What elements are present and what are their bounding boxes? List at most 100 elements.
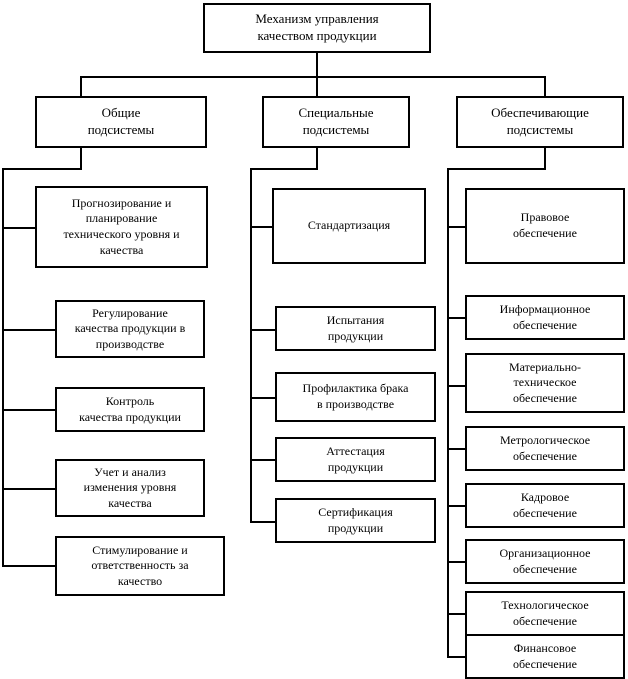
col3-item7-line-1: Технологическое [501,597,589,612]
leaf-node-product-testing: Испытания продукции [275,306,436,351]
category-node-supporting: Обеспечивающие подсистемы [456,96,624,148]
connector-col1-stub-5 [2,565,57,567]
leaf-node-incentives-responsibility: Стимулирование и ответственность за каче… [55,536,225,596]
connector-col2-elbow [250,168,318,170]
col1-item3-line-1: Контроль [105,393,155,408]
connector-col2-stub-3 [250,397,277,399]
connector-col3-stub-1 [447,226,467,228]
connector-col1-stem [80,148,82,170]
connector-bus-top [80,76,546,78]
col1-item4-line-1: Учет и анализ [94,464,166,479]
leaf-node-metrological-support: Метрологическое обеспечение [465,426,625,471]
connector-col1-stub-4 [2,488,57,490]
root-line-1: Механизм управления [255,11,379,27]
col1-item1-line-3: технического уровня и [63,227,180,241]
col2-item2-line-1: Испытания [326,312,385,327]
col1-item1-line-2: планирование [85,211,158,226]
connector-root-stem [316,53,318,76]
col3-item2-line-1: Информационное [499,301,591,316]
col1-item1-line-1: Прогнозирование и [71,195,172,210]
leaf-node-personnel-support: Кадровое обеспечение [465,483,625,528]
connector-col2-stem [316,148,318,170]
col3-item3-line-1: Материально- [509,359,581,374]
col3-item7-line-2: обеспечение [513,613,577,628]
col2-item3-line-1: Профилактика брака [302,381,409,396]
col3-item1-line-2: обеспечение [513,226,577,240]
col3-item5-line-1: Кадровое [520,489,570,504]
connector-col1-stub-3 [2,409,57,411]
col1-item2-line-1: Регулирование [92,305,168,320]
col2-item5-line-2: продукции [327,520,384,535]
col3-item4-line-2: обеспечение [513,448,577,463]
col2-item4-line-2: продукции [327,459,384,474]
connector-col2-stub-2 [250,329,277,331]
connector-col3-stub-6 [447,561,467,563]
leaf-node-information-support: Информационное обеспечение [465,295,625,340]
connector-col3-elbow [447,168,546,170]
connector-col2-spine [250,168,252,523]
col3-item3-line-2: техническое [513,375,577,390]
leaf-node-material-technical-support: Материально- техническое обеспечение [465,353,625,413]
col1-item3-line-2: качества продукции [79,409,181,424]
leaf-node-product-certification: Сертификация продукции [275,498,436,543]
category-3-line-1: Обеспечивающие [491,105,589,121]
leaf-node-technological-support: Технологическое обеспечение [465,591,625,636]
col3-item2-line-2: обеспечение [513,317,577,332]
connector-col3-stub-5 [447,505,467,507]
connector-col3-stem [544,148,546,170]
leaf-node-standardization: Стандартизация [272,188,426,264]
col3-item3-line-3: обеспечение [513,390,577,405]
col2-item1-line-1: Стандартизация [307,218,391,233]
connector-col1-elbow [2,168,82,170]
col3-item5-line-2: обеспечение [513,505,577,520]
col2-item5-line-1: Сертификация [318,504,393,519]
connector-col3-stub-4 [447,448,467,450]
connector-drop-col-1 [80,76,82,98]
col1-item5-line-2: ответственность за [91,558,189,573]
col2-item4-line-1: Аттестация [326,443,385,458]
root-node: Механизм управления качеством продукции [203,3,431,53]
connector-col3-stub-7 [447,613,467,615]
connector-drop-col-2 [316,76,318,98]
col1-item5-line-1: Стимулирование и [92,542,188,557]
connector-col3-stub-8 [447,656,467,658]
col3-item4-line-1: Метрологическое [499,432,591,447]
category-3-line-2: подсистемы [506,122,574,137]
leaf-node-defect-prevention: Профилактика брака в производстве [275,372,436,422]
category-1-line-1: Общие [101,105,141,121]
col3-item6-line-2: обеспечение [513,561,577,576]
leaf-node-legal-support: Правовое обеспечение [465,188,625,264]
root-line-2: качеством продукции [257,28,377,43]
connector-drop-col-3 [544,76,546,98]
category-2-line-2: подсистемы [302,122,370,137]
leaf-node-quality-regulation: Регулирование качества продукции в произ… [55,300,205,358]
connector-col2-stub-5 [250,521,277,523]
leaf-node-financial-support: Финансовое обеспечение [465,634,625,679]
connector-col1-spine [2,168,4,566]
leaf-node-product-attestation: Аттестация продукции [275,437,436,482]
col1-item1-line-4: качества [99,242,144,257]
leaf-node-accounting-analysis: Учет и анализ изменения уровня качества [55,459,205,517]
col3-item1-line-1: Правовое [520,210,570,225]
connector-col3-stub-3 [447,385,467,387]
connector-col1-stub-2 [2,329,57,331]
col2-item2-line-2: продукции [327,328,384,343]
category-1-line-2: подсистемы [87,122,155,137]
category-2-line-1: Специальные [298,105,374,121]
col2-item3-line-2: в производстве [316,397,395,411]
col3-item8-line-2: обеспечение [513,656,577,671]
connector-col2-stub-4 [250,459,277,461]
category-node-special: Специальные подсистемы [262,96,410,148]
connector-col2-stub-1 [250,226,274,228]
col1-item2-line-2: качества продукции в [74,321,186,336]
connector-col3-spine [447,168,449,658]
connector-col1-stub-1 [2,227,37,229]
col1-item5-line-3: качество [117,573,163,588]
col3-item6-line-1: Организационное [499,545,591,560]
connector-col3-stub-2 [447,317,467,319]
leaf-node-forecasting-planning: Прогнозирование и планирование техническ… [35,186,208,268]
col1-item4-line-2: изменения уровня [83,480,177,495]
leaf-node-quality-control: Контроль качества продукции [55,387,205,432]
col3-item8-line-1: Финансовое [513,640,577,655]
